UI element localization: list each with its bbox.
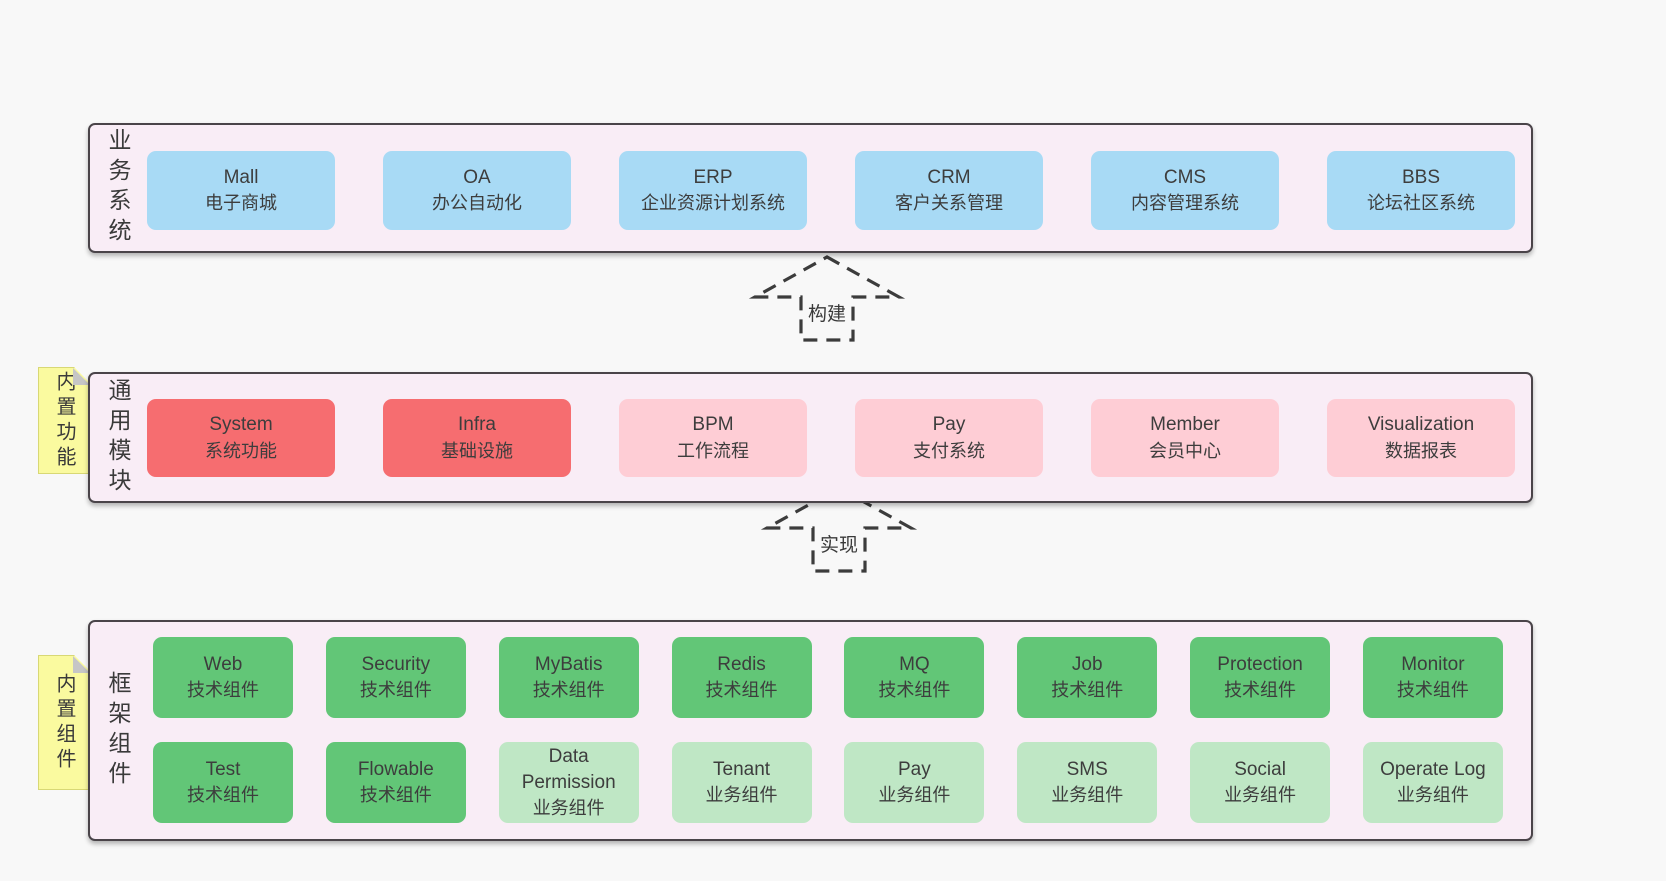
box-data-permission: Data Permission 业务组件 [498,742,639,823]
box-bpm: BPM 工作流程 [619,399,807,477]
box-erp: ERP 企业资源计划系统 [619,151,807,230]
box-security: Security 技术组件 [325,637,466,718]
sticky-label: 内置功能 [53,370,75,471]
box-system: System 系统功能 [147,399,335,477]
sticky-note-builtin-features: 内置功能 [38,367,91,474]
section-label-common-modules: 通用模块 [105,377,131,498]
box-mybatis: MyBatis 技术组件 [498,637,639,718]
box-pay-component: Pay 业务组件 [844,742,985,823]
box-sms: SMS 业务组件 [1017,742,1158,823]
box-oa: OA 办公自动化 [383,151,571,230]
up-arrow-icon [748,255,906,342]
section-framework-components: 框架组件 Web 技术组件 Security 技术组件 MyBatis 技术组件… [88,620,1533,841]
box-member: Member 会员中心 [1091,399,1279,477]
up-arrow-icon [760,486,918,573]
section-label-business-systems: 业务系统 [105,128,131,248]
sticky-label: 内置组件 [53,672,75,773]
box-pay-module: Pay 支付系统 [855,399,1043,477]
section-business-systems: 业务系统 Mall 电子商城 OA 办公自动化 ERP 企业资源计划系统 CRM… [88,123,1533,253]
box-flowable: Flowable 技术组件 [325,742,466,823]
box-cms: CMS 内容管理系统 [1091,151,1279,230]
box-web: Web 技术组件 [153,637,293,718]
section-label-framework-components: 框架组件 [105,670,131,791]
section-common-modules: 通用模块 System 系统功能 Infra 基础设施 BPM 工作流程 Pay… [88,372,1533,503]
framework-components-row-1: Web 技术组件 Security 技术组件 MyBatis 技术组件 Redi… [153,637,1503,718]
arrow-up-implement: 实现 [759,483,919,575]
box-social: Social 业务组件 [1190,742,1331,823]
arrow-up-build: 构建 [747,252,907,344]
box-monitor: Monitor 技术组件 [1362,637,1503,718]
box-protection: Protection 技术组件 [1190,637,1331,718]
box-mall: Mall 电子商城 [147,151,335,230]
box-bbs: BBS 论坛社区系统 [1327,151,1515,230]
box-job: Job 技术组件 [1017,637,1158,718]
box-crm: CRM 客户关系管理 [855,151,1043,230]
common-modules-row: System 系统功能 Infra 基础设施 BPM 工作流程 Pay 支付系统… [147,399,1515,477]
box-mq: MQ 技术组件 [844,637,985,718]
box-visualization: Visualization 数据报表 [1327,399,1515,477]
arrow-label-implement: 实现 [759,530,919,557]
framework-components-row-2: Test 技术组件 Flowable 技术组件 Data Permission … [153,742,1503,823]
box-infra: Infra 基础设施 [383,399,571,477]
box-redis: Redis 技术组件 [671,637,812,718]
business-systems-row: Mall 电子商城 OA 办公自动化 ERP 企业资源计划系统 CRM 客户关系… [147,151,1515,230]
box-test: Test 技术组件 [153,742,293,823]
box-operate-log: Operate Log 业务组件 [1362,742,1503,823]
sticky-note-builtin-components: 内置组件 [38,655,91,790]
box-tenant: Tenant 业务组件 [671,742,812,823]
arrow-label-build: 构建 [747,299,907,326]
